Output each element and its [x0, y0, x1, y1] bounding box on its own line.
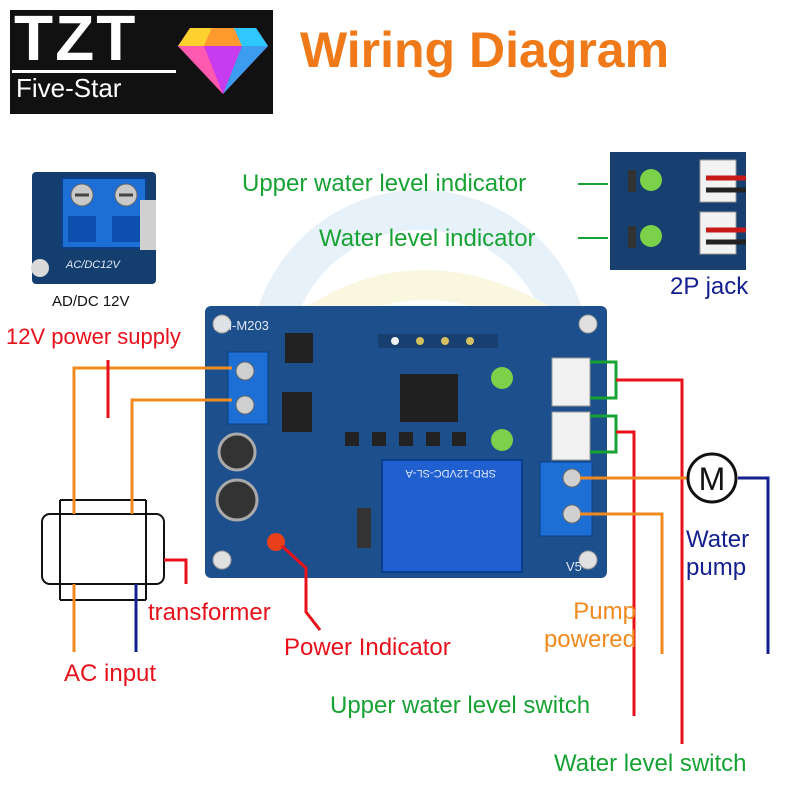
label-upper-indicator: Upper water level indicator [242, 170, 527, 197]
terminal-inset-silk-text: AC/DC12V [65, 259, 121, 271]
logo-subtitle: Five-Star [12, 70, 176, 103]
wire-upper-switch [616, 378, 684, 744]
wire-power-orange-a [72, 366, 232, 514]
logo-brand-text: TZT [14, 2, 138, 74]
label-transformer: transformer [148, 599, 271, 626]
jack-inset-photo [610, 152, 746, 270]
label-jack: 2P jack [670, 273, 749, 300]
motor-symbol-circle [686, 452, 738, 504]
bracket-lower-jack [590, 414, 618, 454]
label-ac-input: AC input [64, 660, 157, 687]
wire-water-switch [616, 430, 636, 716]
relay-model-text: SRD-12VDC-SL-A [405, 467, 496, 479]
label-water-switch: Water level switch [554, 750, 747, 777]
wire-power-orange-b [130, 398, 232, 514]
label-power-indicator: Power Indicator [284, 634, 451, 661]
label-upper-switch: Upper water level switch [330, 692, 591, 719]
label-pump-powered: Pump powered [543, 598, 636, 653]
wire-pump-navy [738, 476, 770, 654]
wire-power-indicator [280, 544, 322, 631]
wire-pump-orange-bottom [580, 512, 664, 654]
label-power-supply: 12V power supply [6, 324, 181, 349]
pcb-board [205, 306, 607, 578]
label-water-pump: Water pump [686, 526, 750, 581]
transformer-shape [41, 499, 165, 601]
board-version-text: V5 [566, 559, 582, 574]
motor-symbol-text: M [699, 461, 726, 497]
label-water-indicator: Water level indicator [319, 225, 536, 252]
terminal-inset-photo [31, 172, 156, 284]
board-model-text: XH-M203 [214, 318, 269, 333]
page-title: Wiring Diagram [300, 22, 670, 78]
adapter-caption: AD/DC 12V [52, 293, 130, 310]
wire-transformer-red [164, 558, 188, 584]
